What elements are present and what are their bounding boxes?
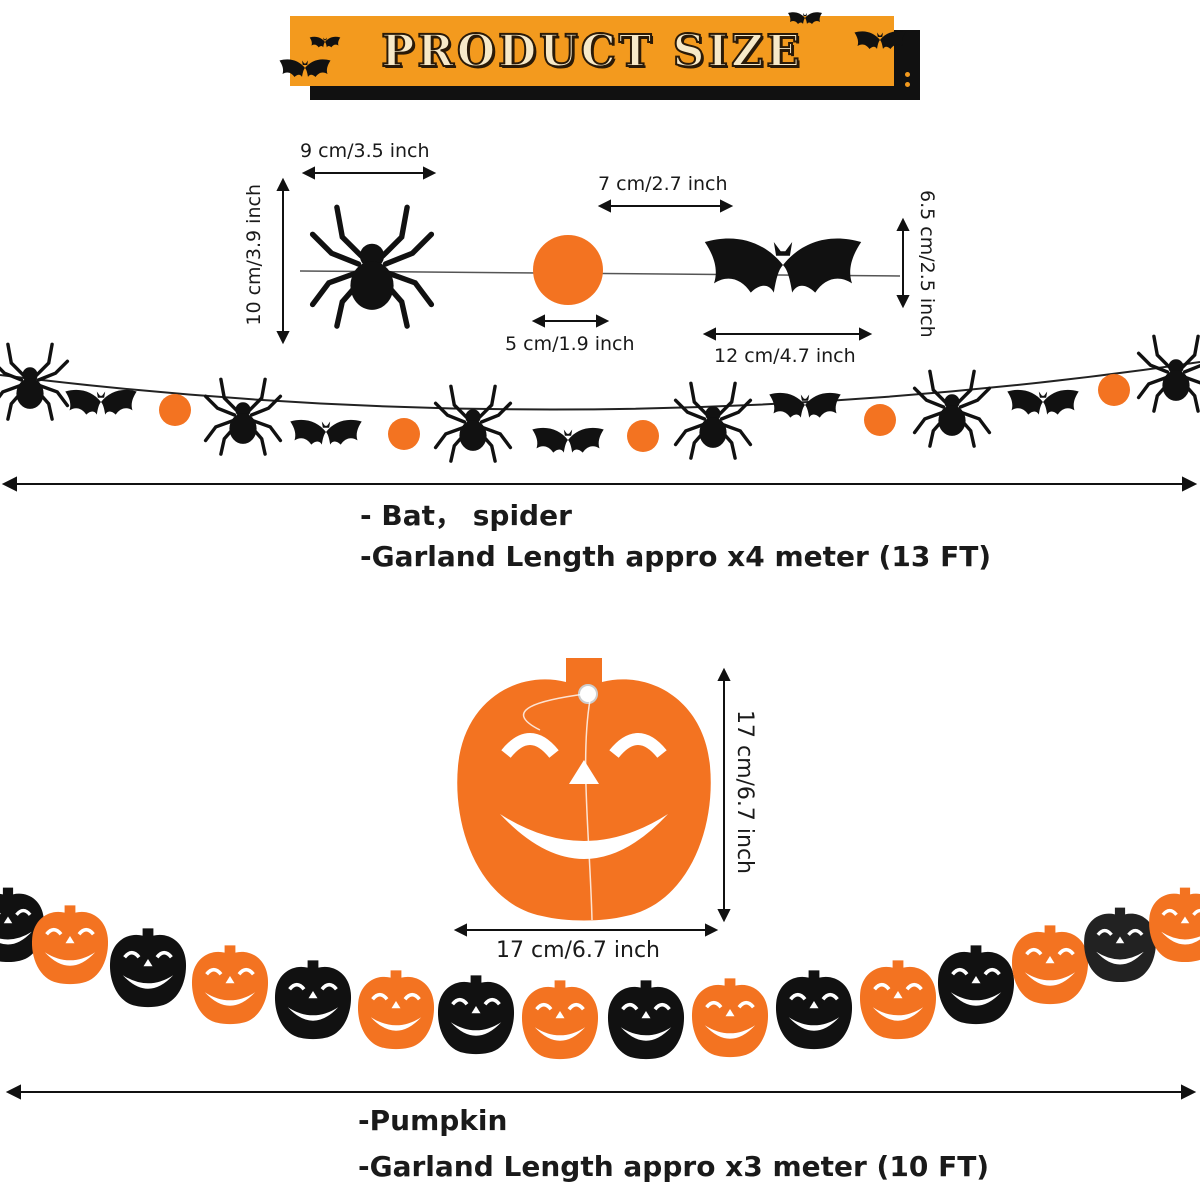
spider-height-label: 10 cm/3.9 inch: [243, 184, 265, 326]
pumpkin-length-caption: -Garland Length appro x3 meter (10 FT): [358, 1150, 990, 1183]
bat-icon: [854, 31, 906, 49]
length-arrow: [5, 1084, 1197, 1100]
bat-width-label: 12 cm/4.7 inch: [714, 345, 856, 367]
spider-icon: [1136, 334, 1200, 413]
spider-icon: [313, 207, 432, 326]
garland-string: [0, 361, 1200, 411]
hanging-loop: [578, 684, 598, 704]
bat-spider-length-caption: -Garland Length appro x4 meter (13 FT): [360, 540, 992, 573]
banner-dot: [905, 82, 910, 87]
orange-dot: [159, 394, 191, 426]
spider-width-label: 9 cm/3.5 inch: [300, 140, 430, 162]
spider-icon: [673, 381, 753, 460]
pumpkin-height-label: 17 cm/6.7 inch: [732, 710, 757, 875]
bat-icon: [290, 419, 362, 445]
pumpkin-caption: -Pumpkin: [358, 1104, 508, 1137]
banner-title: PRODUCT SIZE: [380, 25, 803, 78]
pumpkin-dimension-arrows: [453, 667, 731, 937]
orange-dot: [864, 404, 896, 436]
bat-spider-caption: - Bat， spider: [360, 499, 572, 532]
bat-icon: [309, 36, 341, 48]
bat-icon: [532, 427, 604, 453]
pumpkin-width-label: 17 cm/6.7 inch: [496, 938, 661, 963]
orange-dot: [627, 420, 659, 452]
dot-diameter-label: 5 cm/1.9 inch: [505, 333, 635, 355]
dimension-arrows: [276, 166, 910, 345]
spider-icon: [912, 369, 992, 448]
orange-dot: [388, 418, 420, 450]
bat-icon: [1007, 389, 1079, 415]
bat-icon: [788, 12, 822, 24]
bat-height-label: 6.5 cm/2.5 inch: [916, 190, 938, 338]
bat-icon: [279, 59, 331, 77]
banner-dot: [905, 72, 910, 77]
orange-dot: [533, 235, 603, 305]
spider-icon: [433, 384, 513, 463]
spider-icon: [203, 377, 283, 456]
length-arrow: [1, 476, 1198, 492]
orange-dot: [1098, 374, 1130, 406]
spacing-label: 7 cm/2.7 inch: [598, 173, 728, 195]
bat-icon: [65, 389, 137, 415]
bat-icon: [704, 238, 862, 293]
product-size-banner: PRODUCT SIZE: [290, 16, 894, 86]
bat-icon: [769, 392, 841, 418]
